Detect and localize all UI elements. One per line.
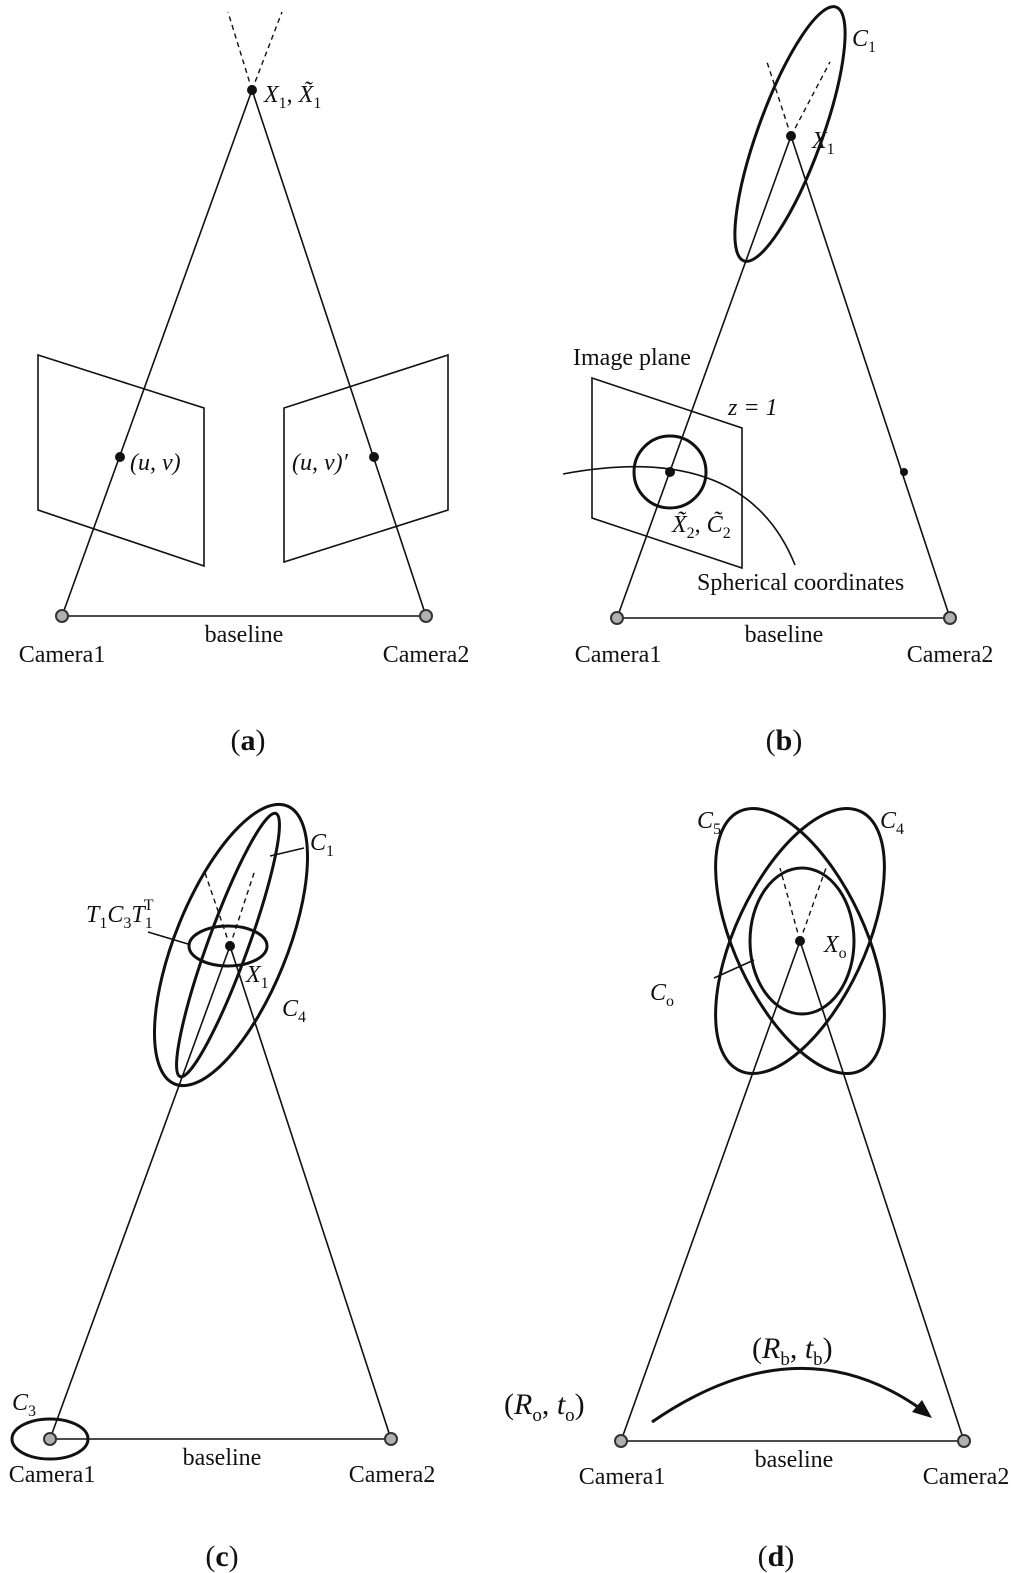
world-point [247, 85, 257, 95]
panel-b: C1 X1 Image plane z = 1 X̃2, C̃2 Spheric… [562, 5, 994, 757]
ray-extension-right [790, 61, 831, 137]
camera1-marker [55, 609, 69, 623]
camera1-marker [614, 1434, 628, 1448]
baseline-label: baseline [205, 622, 284, 648]
pose-b-label: (Rb, tb) [752, 1332, 833, 1370]
world-point-label: X1 [245, 962, 269, 992]
ray-camera2 [251, 89, 427, 617]
image-plane [591, 376, 743, 570]
camera1-label: Camera1 [19, 642, 106, 668]
panel-a-caption: (a) [231, 724, 266, 757]
pose-o-label: (Ro, to) [504, 1388, 585, 1426]
camera1-label: Camera1 [575, 642, 662, 668]
camera2-marker [419, 609, 433, 623]
camera1-label: Camera1 [579, 1464, 666, 1490]
camera2-label: Camera2 [907, 642, 994, 668]
image-plane-right [283, 353, 449, 564]
co-leader [713, 959, 755, 979]
ray-camera1 [49, 945, 231, 1440]
panel-c: C1 C4 T1C3T1T X1 C3 baseline Camera1 Cam… [9, 802, 436, 1573]
ray-camera2 [229, 945, 392, 1440]
conic-c3-label: C3 [12, 1390, 36, 1420]
ray-extension-left [766, 61, 792, 137]
c1-leader [269, 847, 305, 857]
pose-arrow-head [912, 1400, 932, 1418]
conic-c1 [733, 5, 847, 263]
image-point-right-label: (u, v)′ [292, 450, 349, 476]
image-point [665, 467, 675, 477]
image-point-left-label: (u, v) [130, 450, 181, 476]
camera1-marker [610, 611, 624, 625]
conic-c4 [714, 807, 886, 1075]
world-point [795, 936, 805, 946]
plane-equation-label: z = 1 [727, 395, 778, 421]
image-point-right [369, 452, 379, 462]
conic-c4 [175, 811, 281, 1079]
camera2-marker [957, 1434, 971, 1448]
panel-c-caption: (c) [205, 1540, 238, 1573]
image-point-left [115, 452, 125, 462]
quadric-c1-label: C1 [310, 830, 334, 860]
ray-extension-left [779, 867, 801, 942]
projected-conic-c2 [632, 434, 708, 510]
ray-camera1 [61, 89, 253, 617]
transform-leader [147, 931, 189, 945]
ray-extension-right [799, 867, 827, 942]
camera2-label: Camera2 [349, 1462, 436, 1488]
transformed-conic [187, 924, 269, 968]
ray-extension-right [229, 869, 256, 947]
conic-co-label: Co [650, 980, 674, 1010]
camera1-marker [43, 1432, 57, 1446]
image-plane-label: Image plane [573, 345, 691, 371]
ray-camera2 [799, 940, 965, 1442]
world-point [225, 941, 235, 951]
quadric-c1 [152, 802, 310, 1088]
projected-point-label: X̃2, C̃2 [671, 511, 731, 542]
conic-c5-label: C5 [697, 808, 721, 838]
image-plane-left [37, 353, 205, 568]
panel-b-caption: (b) [766, 724, 803, 757]
camera1-label: Camera1 [9, 1462, 96, 1488]
pose-arrow [651, 1367, 926, 1424]
camera2-label: Camera2 [383, 642, 470, 668]
camera2-marker [943, 611, 957, 625]
conic-c4-label: C4 [880, 808, 904, 838]
world-point-label: X1 [811, 128, 835, 158]
ray-camera2 [790, 135, 951, 619]
ray-camera1 [616, 135, 792, 619]
camera2-label: Camera2 [923, 1464, 1010, 1490]
ray-camera1 [620, 940, 801, 1442]
world-point-label: Xo [823, 932, 847, 962]
spherical-coordinates-label: Spherical coordinates [697, 570, 904, 596]
conic-c3 [10, 1417, 90, 1461]
baseline-label: baseline [745, 622, 824, 648]
ray-extension-left [227, 11, 253, 91]
world-point-label: X1, X̃1 [263, 81, 321, 112]
panel-a: X1, X̃1 (u, v) (u, v)′ baseline Camera1 … [19, 11, 470, 757]
panel-d: C5 C4 Co Xo (Rb, tb) (Ro, to) baseline C… [504, 807, 1010, 1573]
panel-d-caption: (d) [758, 1540, 795, 1573]
transform-label: T1C3T1T [86, 897, 154, 932]
ray-extension-right [251, 11, 283, 91]
conic-c1-label: C1 [852, 26, 876, 56]
world-point [786, 131, 796, 141]
baseline-label: baseline [755, 1447, 834, 1473]
ray-extension-left [203, 869, 231, 947]
image-point-camera2 [900, 468, 908, 476]
spherical-arc [562, 465, 796, 566]
conic-c5 [714, 807, 886, 1075]
conic-c4-label: C4 [282, 996, 306, 1026]
camera2-marker [384, 1432, 398, 1446]
baseline-label: baseline [183, 1445, 262, 1471]
conic-co [748, 866, 856, 1016]
